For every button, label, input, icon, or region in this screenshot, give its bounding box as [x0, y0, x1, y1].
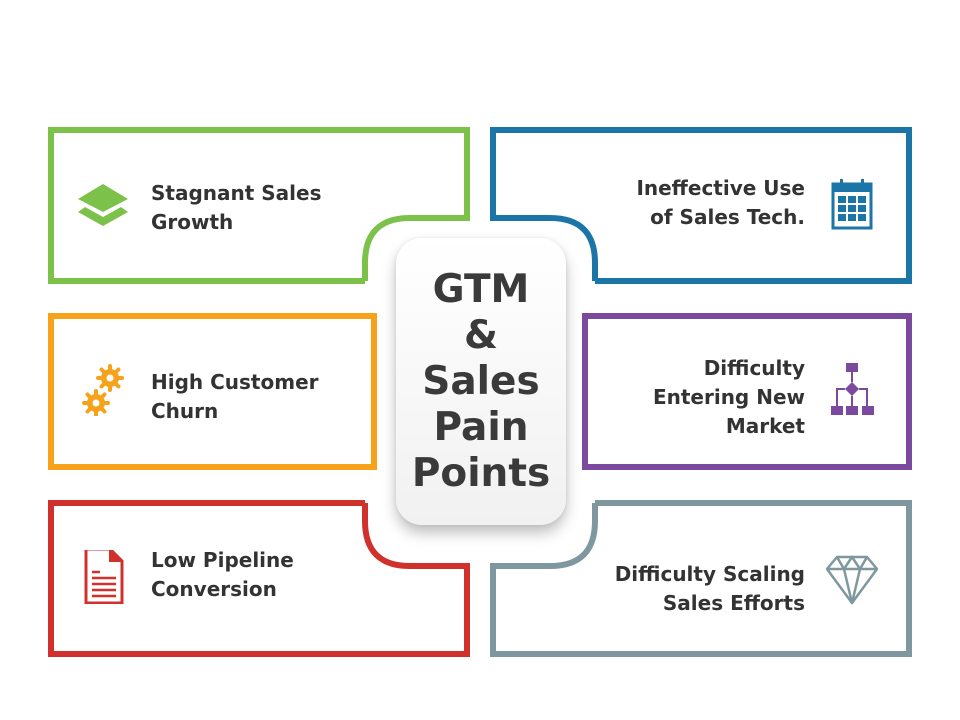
frame-high-customer-churn — [48, 313, 377, 470]
item-label: Difficulty Entering New Market — [652, 356, 805, 438]
frame-stagnant-sales-growth — [48, 127, 470, 284]
layers-icon — [78, 184, 128, 226]
diamond-icon — [825, 555, 879, 605]
frame-low-pipeline-conversion — [48, 500, 470, 657]
item-label: Stagnant Sales Growth — [151, 181, 322, 234]
item-label: Difficulty Scaling Sales Efforts — [614, 562, 805, 615]
calendar-icon — [831, 179, 873, 230]
frame-scaling-sales-efforts — [490, 500, 912, 657]
gears-icon — [82, 364, 124, 416]
item-label: Low Pipeline Conversion — [151, 548, 294, 601]
frame-entering-new-market — [582, 313, 912, 470]
document-icon — [84, 550, 124, 604]
flowchart-icon — [831, 363, 874, 415]
center-title-card: GTM & Sales Pain Points — [396, 238, 566, 525]
item-label: Ineffective Use of Sales Tech. — [636, 176, 805, 229]
center-title: GTM & Sales Pain Points — [411, 266, 551, 496]
item-label: High Customer Churn — [151, 370, 319, 423]
frame-ineffective-sales-tech — [490, 127, 912, 284]
